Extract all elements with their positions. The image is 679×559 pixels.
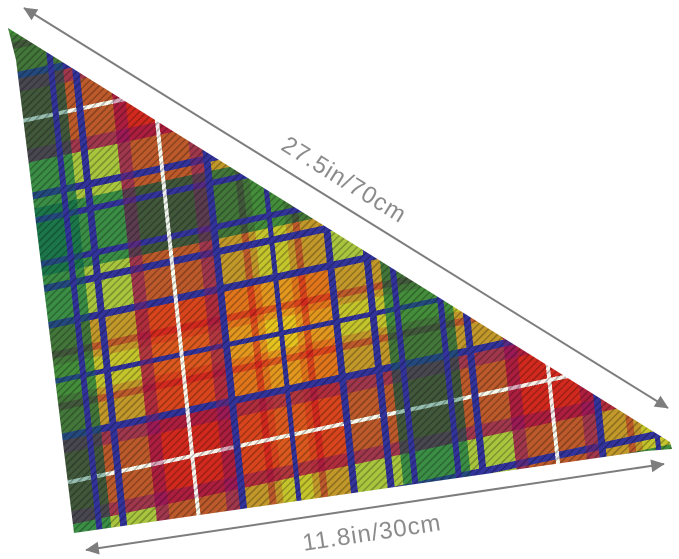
bottom-dimension-label: 11.8in/30cm: [301, 509, 443, 557]
bottom-dimension-arrow: [85, 459, 665, 555]
hypotenuse-dimension-arrow: [23, 7, 669, 409]
hypotenuse-dimension-label: 27.5in/70cm: [277, 131, 412, 229]
